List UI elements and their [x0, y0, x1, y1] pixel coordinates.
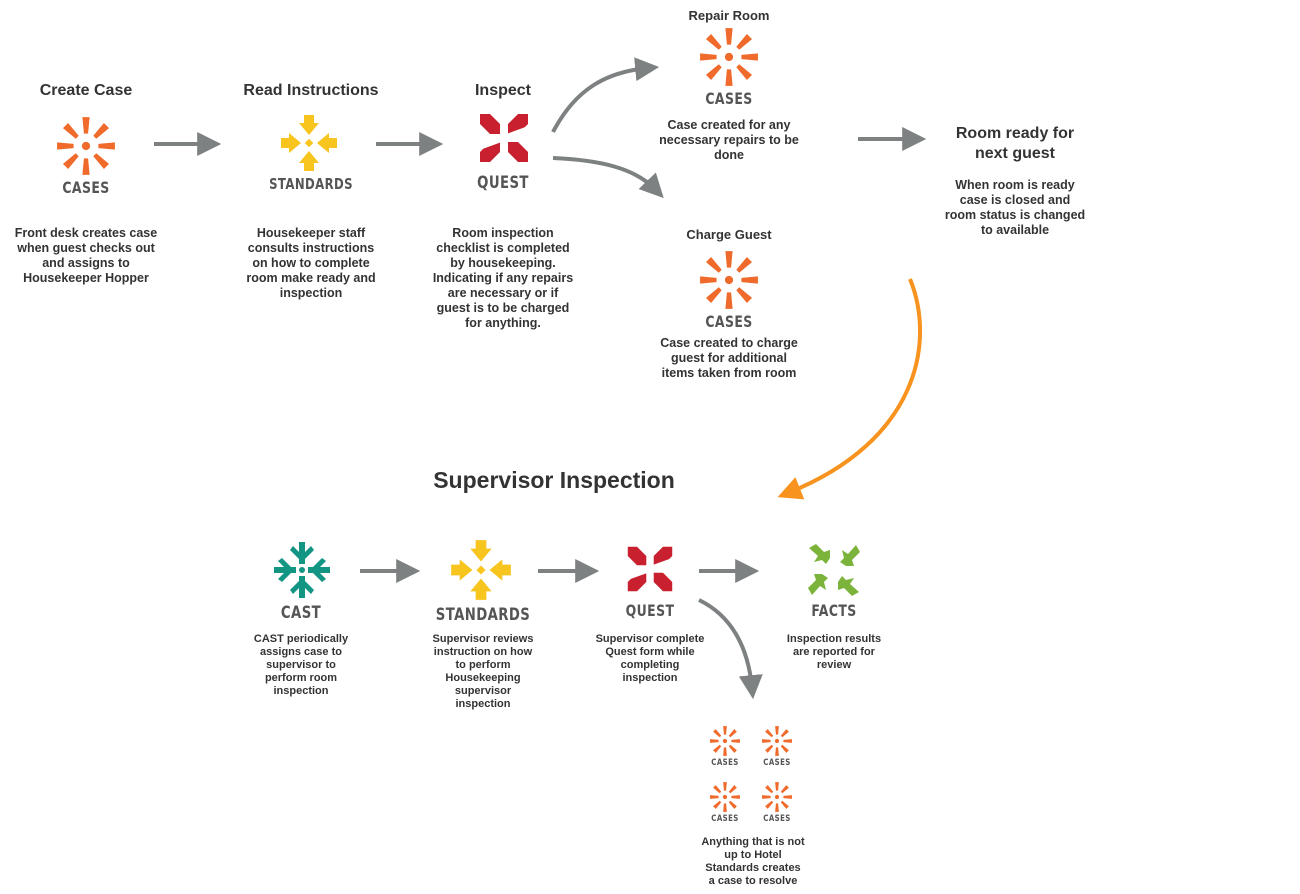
quest-icon	[477, 114, 531, 162]
facts-logo-label: FACTS	[811, 601, 857, 620]
cast-logo-label: CAST	[280, 603, 322, 623]
cases-icon	[700, 251, 758, 309]
cases-icon	[710, 782, 740, 812]
cases-logo-label: CASES	[763, 758, 791, 768]
standards-icon	[451, 540, 511, 600]
inspect-title: Inspect	[474, 82, 531, 99]
repair-room-title: Repair Room	[688, 8, 770, 23]
cases-logo-label: CASES	[711, 758, 739, 768]
facts-icon	[808, 544, 860, 596]
supervisor-inspection-heading: Supervisor Inspection	[433, 467, 675, 493]
create-case-title: Create Case	[39, 82, 133, 99]
cases-logo-label: CASES	[62, 178, 110, 197]
quest-logo-label: QUEST	[625, 601, 675, 620]
arrow-quest-to-cases	[698, 598, 763, 700]
cases-icon	[710, 726, 740, 756]
standards-logo-label: STANDARDS	[435, 605, 531, 625]
cast-icon	[274, 542, 330, 598]
charge-guest-title: Charge Guest	[686, 227, 772, 242]
quest-logo-label: QUEST	[477, 173, 529, 193]
cases-icon	[762, 726, 792, 756]
quest-icon	[625, 546, 675, 592]
cases-icon	[57, 117, 115, 175]
arrow-inspect-to-repair	[551, 57, 660, 133]
cases-logo-label: CASES	[705, 312, 753, 331]
standards-icon	[281, 115, 337, 171]
arrow-ready-to-supervisor	[777, 278, 922, 500]
cases-logo-label: CASES	[705, 89, 753, 108]
cases-logo-label: CASES	[711, 814, 739, 824]
arrow-inspect-to-charge	[552, 156, 664, 199]
cases-logo-label: CASES	[763, 814, 791, 824]
cases-icon	[700, 28, 758, 86]
read-instructions-title: Read Instructions	[243, 82, 379, 99]
cases-icon	[762, 782, 792, 812]
standards-logo-label: STANDARDS	[269, 175, 353, 193]
